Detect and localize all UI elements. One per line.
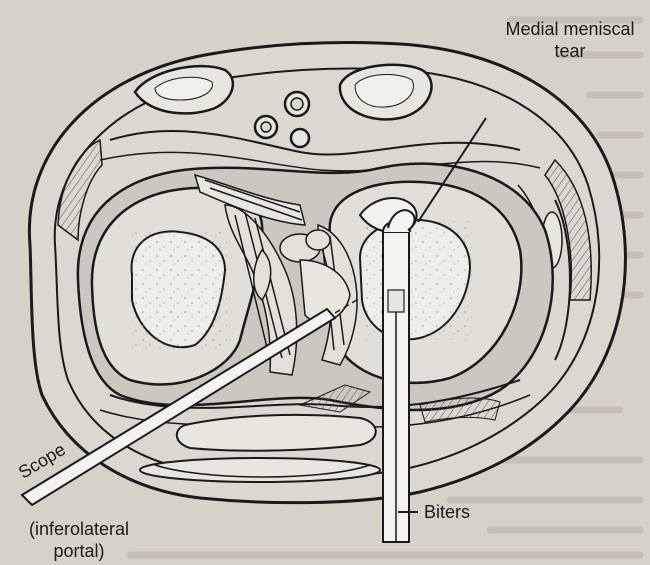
cartilage-stipple — [132, 232, 227, 350]
biters-label: Biters — [424, 501, 470, 523]
portal-label: (inferolateral portal) — [14, 518, 144, 562]
biters-label-text: Biters — [424, 502, 470, 522]
medial-meniscal-tear-label-line2: tear — [490, 40, 650, 62]
portal-label-line2: portal) — [14, 540, 144, 562]
medial-meniscal-tear-label: Medial meniscal tear — [490, 18, 650, 62]
portal-label-line1: (inferolateral — [14, 518, 144, 540]
cartilage-stipple-medial — [362, 220, 472, 340]
medial-meniscal-tear-label-line1: Medial meniscal — [490, 18, 650, 40]
